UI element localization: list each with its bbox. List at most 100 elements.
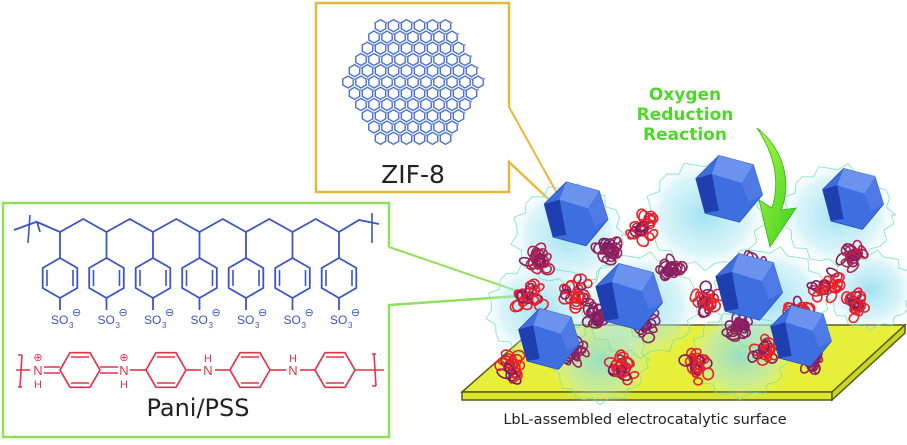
substrate-side-edge <box>831 323 906 402</box>
negative-charge-icon: ⊖ <box>119 307 128 319</box>
lattice-ring <box>355 52 367 67</box>
pani-ring <box>229 351 271 389</box>
substrate-front-edge <box>461 391 833 401</box>
lattice-node <box>456 122 460 126</box>
lattice-node <box>430 77 434 81</box>
lattice-ring <box>420 97 432 112</box>
lattice-node <box>469 55 473 58</box>
lattice-node <box>456 100 460 103</box>
lattice-ring <box>413 108 426 123</box>
lattice-ring <box>426 86 439 101</box>
lattice-ring <box>381 30 393 44</box>
lattice-node <box>404 77 408 81</box>
lattice-ring <box>381 52 393 67</box>
lattice-node <box>365 100 369 103</box>
lattice-ring <box>407 30 419 44</box>
lattice-node <box>437 21 440 24</box>
lattice-node <box>359 66 362 69</box>
lattice-ring <box>374 18 387 33</box>
lattice-ring <box>407 52 419 67</box>
lattice-ring <box>426 63 439 78</box>
pani-pss-coil <box>806 267 846 304</box>
lattice-node <box>424 134 427 137</box>
lattice-ring <box>433 120 445 134</box>
lattice-node <box>398 44 401 47</box>
lattice-node <box>443 122 447 126</box>
lattice-ring <box>439 108 452 123</box>
lattice-node <box>417 55 421 58</box>
lattice-ring <box>394 120 406 134</box>
lattice-ring <box>452 41 465 56</box>
lattice-ring <box>374 63 387 78</box>
pani-pss-coil <box>747 333 784 366</box>
lattice-ring <box>407 97 419 112</box>
lattice-ring <box>426 18 439 33</box>
lattice-ring <box>387 63 400 78</box>
lattice-node <box>463 89 466 92</box>
hydrogen-label: H <box>34 379 42 391</box>
lattice-ring <box>439 63 452 78</box>
lattice-node <box>404 100 408 103</box>
lattice-ring <box>400 86 413 101</box>
orr-line-1: Oxygen <box>649 85 721 105</box>
benzene-ring <box>181 256 218 300</box>
zif8-callout-border <box>314 1 576 225</box>
sulfonate-label: SO <box>98 313 115 327</box>
benzene-ring <box>227 256 265 300</box>
lattice-ring <box>387 18 400 33</box>
lattice-node <box>476 89 479 92</box>
lattice-ring <box>426 41 439 56</box>
halo-outline <box>510 183 627 288</box>
lattice-ring <box>348 86 361 101</box>
lattice-node <box>411 111 414 114</box>
lattice-node <box>417 100 421 103</box>
lattice-ring <box>452 63 465 78</box>
lattice-node <box>391 32 395 36</box>
lattice-ring <box>368 97 380 112</box>
hydrogen-label: H <box>120 379 128 391</box>
lattice-ring <box>433 52 445 67</box>
polymer-halo <box>825 249 907 331</box>
lattice-ring <box>439 41 452 56</box>
polymer-halo <box>690 310 790 400</box>
lattice-node <box>450 44 453 47</box>
pani-ring <box>145 351 187 389</box>
negative-charge-icon: ⊖ <box>351 307 360 319</box>
lattice-node <box>404 122 408 126</box>
lattice-node <box>456 77 460 81</box>
negative-charge-icon: ⊖ <box>165 307 174 319</box>
nitrogen-label: N <box>288 363 297 378</box>
lattice-node <box>385 89 388 92</box>
curved-arrow-down-icon <box>756 127 797 248</box>
lattice-ring <box>465 86 478 101</box>
lattice-ring <box>465 63 478 78</box>
lattice-ring <box>342 75 354 89</box>
lattice-node <box>450 66 453 69</box>
sulfonate-subscript: 3 <box>116 321 121 330</box>
lattice-node <box>437 134 440 137</box>
lattice-node <box>391 100 395 103</box>
lattice-ring <box>368 52 380 67</box>
lattice-ring <box>446 30 458 44</box>
lattice-ring <box>407 120 419 134</box>
pani-bracket-left <box>16 354 30 388</box>
zif8-crystal <box>695 155 763 223</box>
pani-pss-coil <box>509 278 549 313</box>
nitrogen-label: N <box>203 363 212 378</box>
lattice-node <box>482 77 486 81</box>
sulfonate-subscript: 3 <box>348 321 353 330</box>
lattice-ring <box>413 41 426 56</box>
lattice-node <box>469 77 473 81</box>
lattice-node <box>450 111 453 114</box>
lattice-ring <box>368 120 380 134</box>
sulfonate-subscript: 3 <box>209 321 214 330</box>
negative-charge-icon: ⊖ <box>212 307 221 319</box>
pani-pss-coil <box>625 208 659 248</box>
lattice-ring <box>381 120 393 134</box>
lattice-node <box>456 55 460 58</box>
sulfonate-label: SO <box>330 313 347 327</box>
